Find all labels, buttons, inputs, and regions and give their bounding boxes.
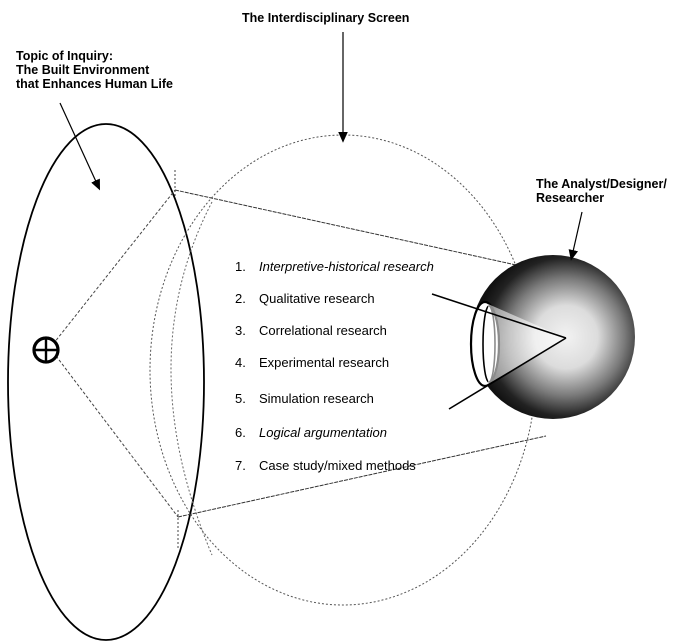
method-item: 3. Correlational research [235, 323, 387, 338]
method-label: Logical argumentation [259, 425, 387, 440]
arrow-topic [59, 102, 100, 191]
method-label: Case study/mixed methods [259, 458, 416, 473]
method-label: Simulation research [259, 391, 374, 406]
topic-label-line-2: The Built Environment [16, 63, 150, 77]
screen-title: The Interdisciplinary Screen [242, 11, 409, 25]
method-label: Interpretive-historical research [259, 259, 434, 274]
method-number: 7. [235, 458, 246, 473]
analyst-label-line-1: The Analyst/Designer/ [536, 177, 667, 191]
method-item: 7. Case study/mixed methods [235, 458, 416, 473]
projection-line-upper [49, 189, 176, 349]
method-label: Experimental research [259, 355, 389, 370]
analyst-label: The Analyst/Designer/ Researcher [536, 177, 667, 205]
method-number: 3. [235, 323, 246, 338]
method-number: 4. [235, 355, 246, 370]
method-label: Correlational research [259, 323, 387, 338]
arrow-analyst [568, 211, 583, 261]
method-number: 5. [235, 391, 246, 406]
methods-list: 1. Interpretive-historical research 2. Q… [235, 259, 434, 473]
method-label: Qualitative research [259, 291, 375, 306]
topic-label-line-3: that Enhances Human Life [16, 77, 173, 91]
analyst-label-line-2: Researcher [536, 191, 604, 205]
sight-line-lower [177, 435, 547, 518]
screen-inner-arc [170, 201, 213, 556]
crosshair-circle-icon [32, 336, 60, 364]
sight-line-upper [174, 189, 549, 273]
topic-label-line-1: Topic of Inquiry: [16, 49, 113, 63]
method-item: 4. Experimental research [235, 355, 389, 370]
topic-label: Topic of Inquiry: The Built Environment … [16, 49, 173, 91]
method-item: 6. Logical argumentation [235, 425, 387, 440]
eye-icon [431, 255, 635, 419]
method-number: 6. [235, 425, 246, 440]
method-item: 2. Qualitative research [235, 291, 375, 306]
topic-ellipse [7, 123, 205, 641]
method-item: 5. Simulation research [235, 391, 374, 406]
method-number: 2. [235, 291, 246, 306]
projection-line-lower [49, 347, 179, 518]
method-item: 1. Interpretive-historical research [235, 259, 434, 274]
method-number: 1. [235, 259, 246, 274]
